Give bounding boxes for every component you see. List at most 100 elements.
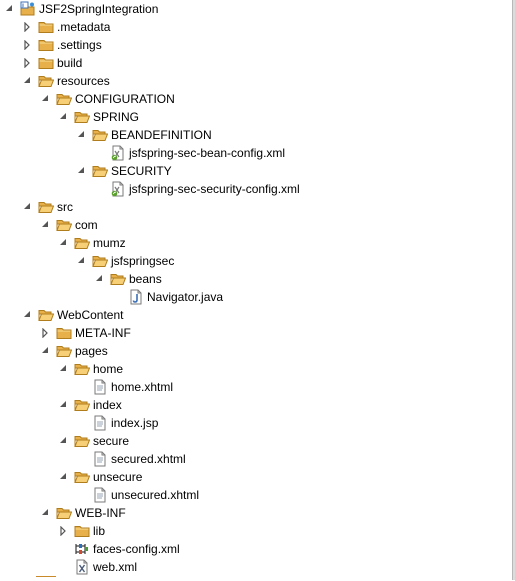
tree-row[interactable]: secure [0,432,505,450]
tree-row[interactable]: beans [0,270,505,288]
folder-icon [74,523,90,539]
tree-row[interactable]: CONFIGURATION [0,90,505,108]
expanded-twisty-icon[interactable] [58,364,68,374]
expanded-twisty-icon[interactable] [4,4,14,14]
tree-row[interactable]: home [0,360,505,378]
folder-open-icon [74,469,90,485]
java-file-icon [128,289,144,305]
expanded-twisty-icon[interactable] [58,472,68,482]
tree-item-label: faces-config.xml [93,542,180,556]
expanded-twisty-icon[interactable] [58,112,68,122]
tree-row[interactable]: META-INF [0,324,505,342]
tree-row[interactable]: unsecured.xhtml [0,486,505,504]
tree-item-label: unsecure [93,470,143,484]
tree-item-label: META-INF [75,326,131,340]
tree-row[interactable]: src [0,198,505,216]
view-border [512,0,515,580]
collapsed-twisty-icon[interactable] [40,328,50,338]
tree-row[interactable]: Navigator.java [0,288,505,306]
folder-open-icon [74,397,90,413]
expanded-twisty-icon[interactable] [76,166,86,176]
tree-row[interactable]: SECURITY [0,162,505,180]
tree-row[interactable]: jsfspring-sec-security-config.xml [0,180,505,198]
collapsed-twisty-icon[interactable] [22,58,32,68]
tree-row[interactable]: unsecure [0,468,505,486]
tree-row[interactable]: mumz [0,234,505,252]
expanded-twisty-icon[interactable] [40,508,50,518]
tree-row[interactable]: com [0,216,505,234]
expanded-twisty-icon[interactable] [40,220,50,230]
tree-item-label: build [57,56,83,70]
tree-row[interactable]: WebContent [0,306,505,324]
tree-row[interactable]: index [0,396,505,414]
expanded-twisty-icon[interactable] [58,238,68,248]
tree-row[interactable]: index.jsp [0,414,505,432]
tree-item-label: CONFIGURATION [75,92,175,106]
tree-row[interactable]: .settings [0,36,505,54]
tree-row[interactable]: secured.xhtml [0,450,505,468]
tree-item-label: SPRING [93,110,140,124]
tree-item-label: index.jsp [111,416,159,430]
expanded-twisty-icon[interactable] [94,274,104,284]
tree-item-label: mumz [93,236,126,250]
tree-item-label: .settings [57,38,102,52]
folder-open-icon [56,343,72,359]
folder-open-icon [56,217,72,233]
tree-item-label: index [93,398,122,412]
xhtml-file-icon [92,379,108,395]
spring-xml-file-icon [110,181,126,197]
expanded-twisty-icon[interactable] [22,76,32,86]
tree-item-label: jsfspring-sec-security-config.xml [129,182,300,196]
tree-row[interactable]: faces-config.xml [0,540,505,558]
java-project-icon [20,1,36,17]
next-row-edge [36,576,56,581]
expanded-twisty-icon[interactable] [22,202,32,212]
folder-open-icon [56,91,72,107]
expanded-twisty-icon[interactable] [40,94,50,104]
spring-xml-file-icon [110,145,126,161]
folder-icon [56,325,72,341]
expanded-twisty-icon[interactable] [76,256,86,266]
folder-open-icon [110,271,126,287]
tree-row[interactable]: JSF2SpringIntegration [0,0,505,18]
tree-row[interactable]: pages [0,342,505,360]
tree-item-label: com [75,218,98,232]
tree-item-label: pages [75,344,108,358]
expanded-twisty-icon[interactable] [76,130,86,140]
folder-open-icon [92,127,108,143]
jsp-file-icon [92,415,108,431]
expanded-twisty-icon[interactable] [40,346,50,356]
tree-item-label: secured.xhtml [111,452,186,466]
tree-item-label: home [93,362,124,376]
tree-row[interactable]: home.xhtml [0,378,505,396]
folder-icon [38,37,54,53]
tree-item-label: .metadata [57,20,111,34]
collapsed-twisty-icon[interactable] [58,526,68,536]
tree-item-label: jsfspring-sec-bean-config.xml [129,146,286,160]
tree-item-label: src [57,200,73,214]
tree-item-label: SECURITY [111,164,172,178]
collapsed-twisty-icon[interactable] [22,40,32,50]
tree-row[interactable]: web.xml [0,558,505,576]
expanded-twisty-icon[interactable] [22,310,32,320]
tree-row[interactable]: BEANDEFINITION [0,126,505,144]
tree-item-label: JSF2SpringIntegration [39,2,159,16]
tree-row[interactable]: WEB-INF [0,504,505,522]
tree-row[interactable]: SPRING [0,108,505,126]
collapsed-twisty-icon[interactable] [22,22,32,32]
tree-row[interactable]: .metadata [0,18,505,36]
expanded-twisty-icon[interactable] [58,436,68,446]
tree-row[interactable]: resources [0,72,505,90]
tree-row[interactable]: jsfspring-sec-bean-config.xml [0,144,505,162]
folder-open-icon [38,307,54,323]
tree-item-label: WebContent [57,308,124,322]
xhtml-file-icon [92,487,108,503]
tree-row[interactable]: jsfspringsec [0,252,505,270]
tree-row[interactable]: lib [0,522,505,540]
tree-item-label: unsecured.xhtml [111,488,200,502]
folder-open-icon [56,505,72,521]
tree-item-label: WEB-INF [75,506,126,520]
expanded-twisty-icon[interactable] [58,400,68,410]
tree-row[interactable]: build [0,54,505,72]
